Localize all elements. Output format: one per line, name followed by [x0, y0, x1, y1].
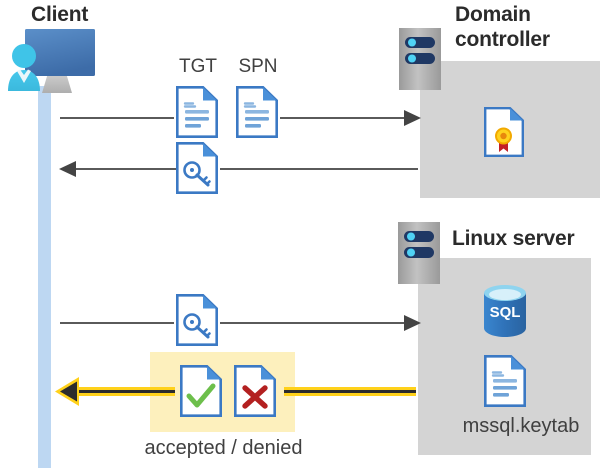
- spn-document-icon: [236, 86, 278, 138]
- flow3-line-left: [60, 322, 174, 324]
- domain-controller-title-line2: controller: [455, 28, 550, 51]
- keytab-label: mssql.keytab: [462, 415, 580, 437]
- flow1-line-left: [60, 117, 174, 119]
- flow3-arrowhead-right: [404, 315, 422, 331]
- denied-document-icon: [234, 365, 276, 417]
- flow4-arrowhead-left: [54, 376, 80, 407]
- keytab-document-icon: [484, 355, 526, 407]
- result-label: accepted / denied: [144, 437, 303, 459]
- tgt-document-icon: [176, 86, 218, 138]
- sql-label: SQL: [490, 304, 521, 321]
- tgt-label: TGT: [179, 56, 217, 77]
- spn-label: SPN: [238, 56, 278, 77]
- service-ticket-document-icon: [176, 294, 218, 346]
- sql-database-icon: SQL: [478, 283, 532, 339]
- domain-controller-server-icon: [399, 28, 441, 90]
- linux-server-title: Linux server: [452, 227, 575, 250]
- certificate-icon: [484, 107, 524, 157]
- flow1-line-right: [280, 117, 414, 119]
- domain-controller-title: Domain controller: [455, 2, 600, 52]
- flow1-arrowhead-right: [404, 110, 422, 126]
- flow4-line-left: [72, 387, 175, 396]
- flow2-arrowhead-left: [58, 161, 76, 177]
- accepted-document-icon: [180, 365, 222, 417]
- client-lifeline: [38, 86, 51, 468]
- client-title: Client: [31, 3, 89, 26]
- client-icon: [4, 25, 102, 97]
- flow2-line-right: [220, 168, 418, 170]
- flow4-line-right: [284, 387, 416, 396]
- linux-server-icon: [398, 222, 440, 284]
- domain-controller-title-line1: Domain: [455, 3, 531, 26]
- flow2-line-left: [76, 168, 176, 170]
- flow3-line-right: [220, 322, 414, 324]
- ticket-key-document-icon: [176, 142, 218, 194]
